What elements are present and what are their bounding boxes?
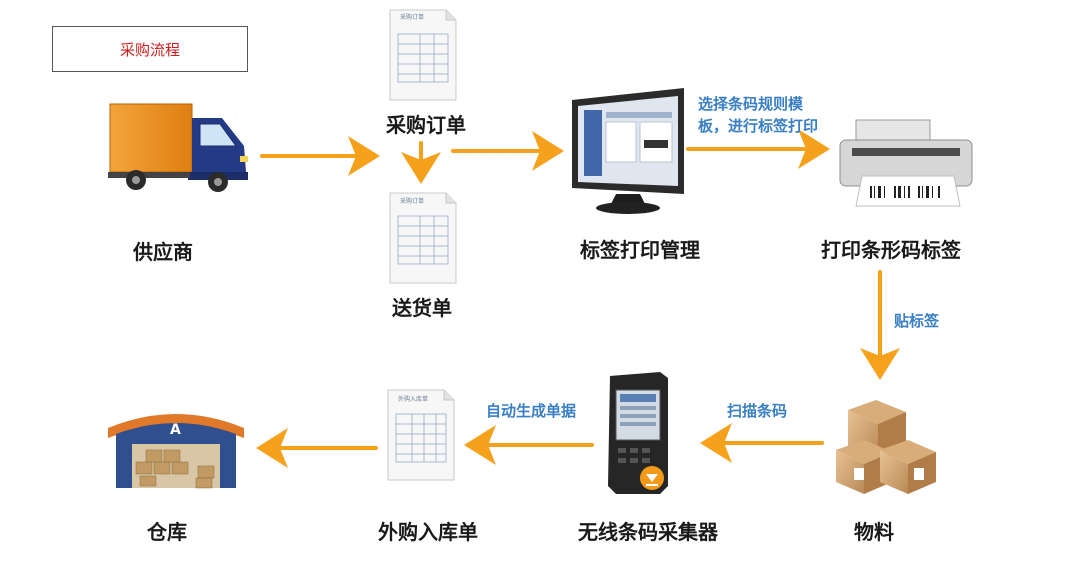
- edge-label-attach-label: 贴标签: [894, 312, 940, 330]
- node-material: 物料: [854, 520, 894, 544]
- cardboard-boxes-icon: [836, 400, 936, 494]
- node-delivery-note: 送货单: [392, 296, 452, 320]
- receipt-doc-icon: [387, 389, 455, 481]
- edge-label-scan-barcode: 扫描条码: [727, 402, 788, 420]
- warehouse-icon: [108, 414, 244, 489]
- edge-label-select-template: 选择条码规则模 板，进行标签打印: [698, 93, 818, 137]
- warehouse-sign: A: [170, 422, 181, 438]
- purchase-order-doc-icon: [389, 9, 457, 101]
- node-warehouse: 仓库: [147, 520, 187, 544]
- diagram-title: 采购流程: [119, 40, 180, 59]
- node-purchase-order: 采购订单: [386, 113, 466, 137]
- node-wireless-scanner: 无线条码采集器: [578, 520, 718, 544]
- receipt-doc-header: 外购入库单: [398, 396, 429, 403]
- edge-label-select-template-line1: 选择条码规则模: [698, 95, 804, 113]
- diagram-title-box: 采购流程: [52, 26, 248, 72]
- node-outsourced-receipt: 外购入库单: [378, 520, 478, 544]
- truck-icon: [108, 103, 248, 192]
- printer-icon: [839, 119, 973, 207]
- delivery-note-doc-icon: [389, 192, 457, 284]
- node-print-barcode-label: 打印条形码标签: [821, 238, 961, 262]
- node-supplier: 供应商: [133, 240, 193, 264]
- delivery-doc-header: 采购订单: [400, 198, 425, 205]
- node-label-print-mgmt: 标签打印管理: [580, 238, 700, 262]
- handheld-scanner-icon: [608, 372, 668, 494]
- edge-label-auto-generate: 自动生成单据: [486, 402, 577, 420]
- edge-label-select-template-line2: 板，进行标签打印: [698, 117, 819, 135]
- arrows: [256, 129, 900, 468]
- computer-monitor-icon: [572, 88, 684, 214]
- po-doc-header: 采购订单: [400, 14, 425, 21]
